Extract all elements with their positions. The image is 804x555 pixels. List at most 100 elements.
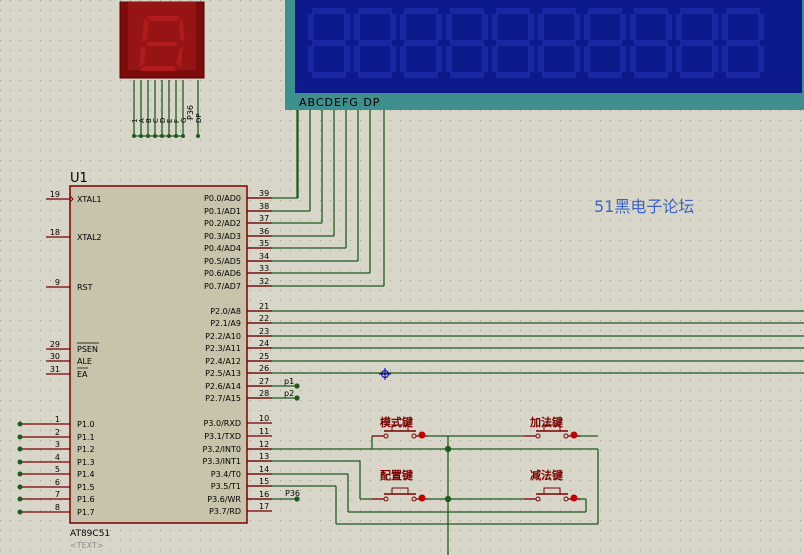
mcu-pin-name: P2.5/A13 (205, 369, 241, 378)
button-contact (383, 433, 389, 439)
mcu-pin-number: 6 (55, 478, 60, 487)
lcd-ghost-seg (634, 8, 668, 14)
mcu-pin-number: 8 (55, 503, 60, 512)
mcu-pin-name: P3.6/WR (207, 495, 241, 504)
mcu-ic[interactable]: U1 AT89C51 <TEXT> 19XTAL118XTAL29RST29PS… (17, 171, 273, 550)
digit-pin-label: A (138, 118, 146, 123)
mcu-pin-name: P0.1/AD1 (204, 207, 241, 216)
mcu-pin-name: P2.0/A8 (210, 307, 241, 316)
lcd-ghost-seg (620, 14, 626, 40)
mcu-pin-name: P1.6 (77, 495, 95, 504)
lcd-ghost-seg (528, 46, 534, 72)
mcu-pin-name: PSEN (77, 345, 98, 354)
lcd-ghost-seg (450, 72, 484, 78)
button-state-indicator-icon[interactable] (418, 431, 426, 439)
button-state-indicator-icon[interactable] (570, 431, 578, 439)
lcd-ghost-seg (542, 40, 576, 46)
junction-dot (294, 496, 300, 502)
digit-pin-label: DP (195, 113, 203, 123)
mcu-pin-name: P2.2/A10 (205, 332, 241, 341)
mcu-pin-number: 31 (50, 365, 60, 374)
lcd-ghost-seg (436, 14, 442, 40)
crosshair-cursor-icon (379, 368, 391, 380)
mcu-pin-name: XTAL1 (77, 195, 102, 204)
mcu-pin-number: 25 (259, 352, 269, 361)
push-button-plus[interactable]: 加法键 (524, 415, 580, 439)
mcu-pin-name: P2.7/A15 (205, 394, 241, 403)
digit-pin-label: 1 (131, 119, 139, 123)
mcu-pin-number: 21 (259, 302, 269, 311)
lcd-ghost-seg (354, 14, 360, 40)
mcu-pin-number: 22 (259, 314, 269, 323)
mcu-pin-number: 11 (259, 427, 269, 436)
lcd-ghost-seg (436, 46, 442, 72)
mcu-pin-number: 23 (259, 327, 269, 336)
button-cap (543, 487, 561, 495)
lcd-ghost-seg (492, 46, 498, 72)
mcu-pin-number: 30 (50, 352, 60, 361)
mcu-pin-name: P3.5/T1 (211, 482, 241, 491)
push-button-mode[interactable]: 模式键 (372, 415, 428, 439)
button-contact (411, 496, 417, 502)
lcd-ghost-seg (726, 40, 760, 46)
button-label: 模式键 (380, 415, 414, 429)
lcd-ghost-seg (496, 40, 530, 46)
lcd-ghost-seg (634, 72, 668, 78)
mcu-pin-name: P0.4/AD4 (204, 244, 241, 253)
lcd-ghost-seg (712, 14, 718, 40)
mcu-pin-number: 16 (259, 490, 269, 499)
mcu-pin-number: 13 (259, 452, 269, 461)
digit-pin-label: F (173, 119, 181, 123)
push-button-config[interactable]: 配置键 (372, 468, 428, 502)
lcd-ghost-seg (528, 14, 534, 40)
mcu-pin-name: P1.1 (77, 433, 95, 442)
lcd-ghost-seg (312, 72, 346, 78)
lcd-display[interactable]: ABCDEFG DP (285, 0, 804, 110)
lcd-ghost-seg (584, 46, 590, 72)
lcd-ghost-seg (542, 72, 576, 78)
mcu-pin-name: P0.2/AD2 (204, 219, 241, 228)
lcd-pin-labels: ABCDEFG DP (299, 96, 380, 109)
mcu-pin-number: 27 (259, 377, 269, 386)
mcu-pin-name: XTAL2 (77, 233, 102, 242)
button-state-indicator-icon[interactable] (570, 494, 578, 502)
digit-net-label: P36 (186, 105, 195, 120)
mcu-pin-number: 2 (55, 428, 60, 437)
mcu-pin-name: P3.3/INT1 (202, 457, 241, 466)
mcu-pin-name: P3.1/TXD (204, 432, 241, 441)
p1-terminal-dot (17, 434, 23, 440)
lcd-ghost-seg (666, 14, 672, 40)
lcd-ghost-seg (726, 72, 760, 78)
mcu-pin-number: 9 (55, 278, 60, 287)
mcu-part: AT89C51 (70, 529, 110, 539)
mcu-pin-number: 19 (50, 190, 60, 199)
button-contact (383, 496, 389, 502)
mcu-pin-name: EA (77, 370, 88, 379)
mcu-pin-name: P2.6/A14 (205, 382, 241, 391)
lcd-ghost-seg (482, 14, 488, 40)
mcu-text-placeholder: <TEXT> (70, 541, 104, 550)
lcd-ghost-seg (312, 8, 346, 14)
lcd-ghost-seg (482, 46, 488, 72)
button-state-indicator-icon[interactable] (418, 494, 426, 502)
lcd-ghost-seg (344, 46, 350, 72)
mcu-pin-number: 3 (55, 440, 60, 449)
mcu-pin-number: 38 (259, 202, 269, 211)
button-label: 减法键 (530, 468, 564, 482)
mcu-pin-name: P0.7/AD7 (204, 282, 241, 291)
net-label-p36: P36 (285, 489, 300, 498)
button-label: 配置键 (380, 468, 414, 482)
push-button-minus[interactable]: 减法键 (524, 468, 580, 502)
lcd-ghost-seg (588, 40, 622, 46)
mcu-pin-name: P3.4/T0 (211, 470, 241, 479)
digit-pins (132, 80, 200, 138)
junction-dot (444, 445, 452, 453)
lcd-ghost-seg (390, 46, 396, 72)
lcd-ghost-seg (630, 14, 636, 40)
mcu-pin-name: RST (77, 283, 93, 292)
mcu-pin-number: 14 (259, 465, 269, 474)
p1-terminal-dot (17, 509, 23, 515)
